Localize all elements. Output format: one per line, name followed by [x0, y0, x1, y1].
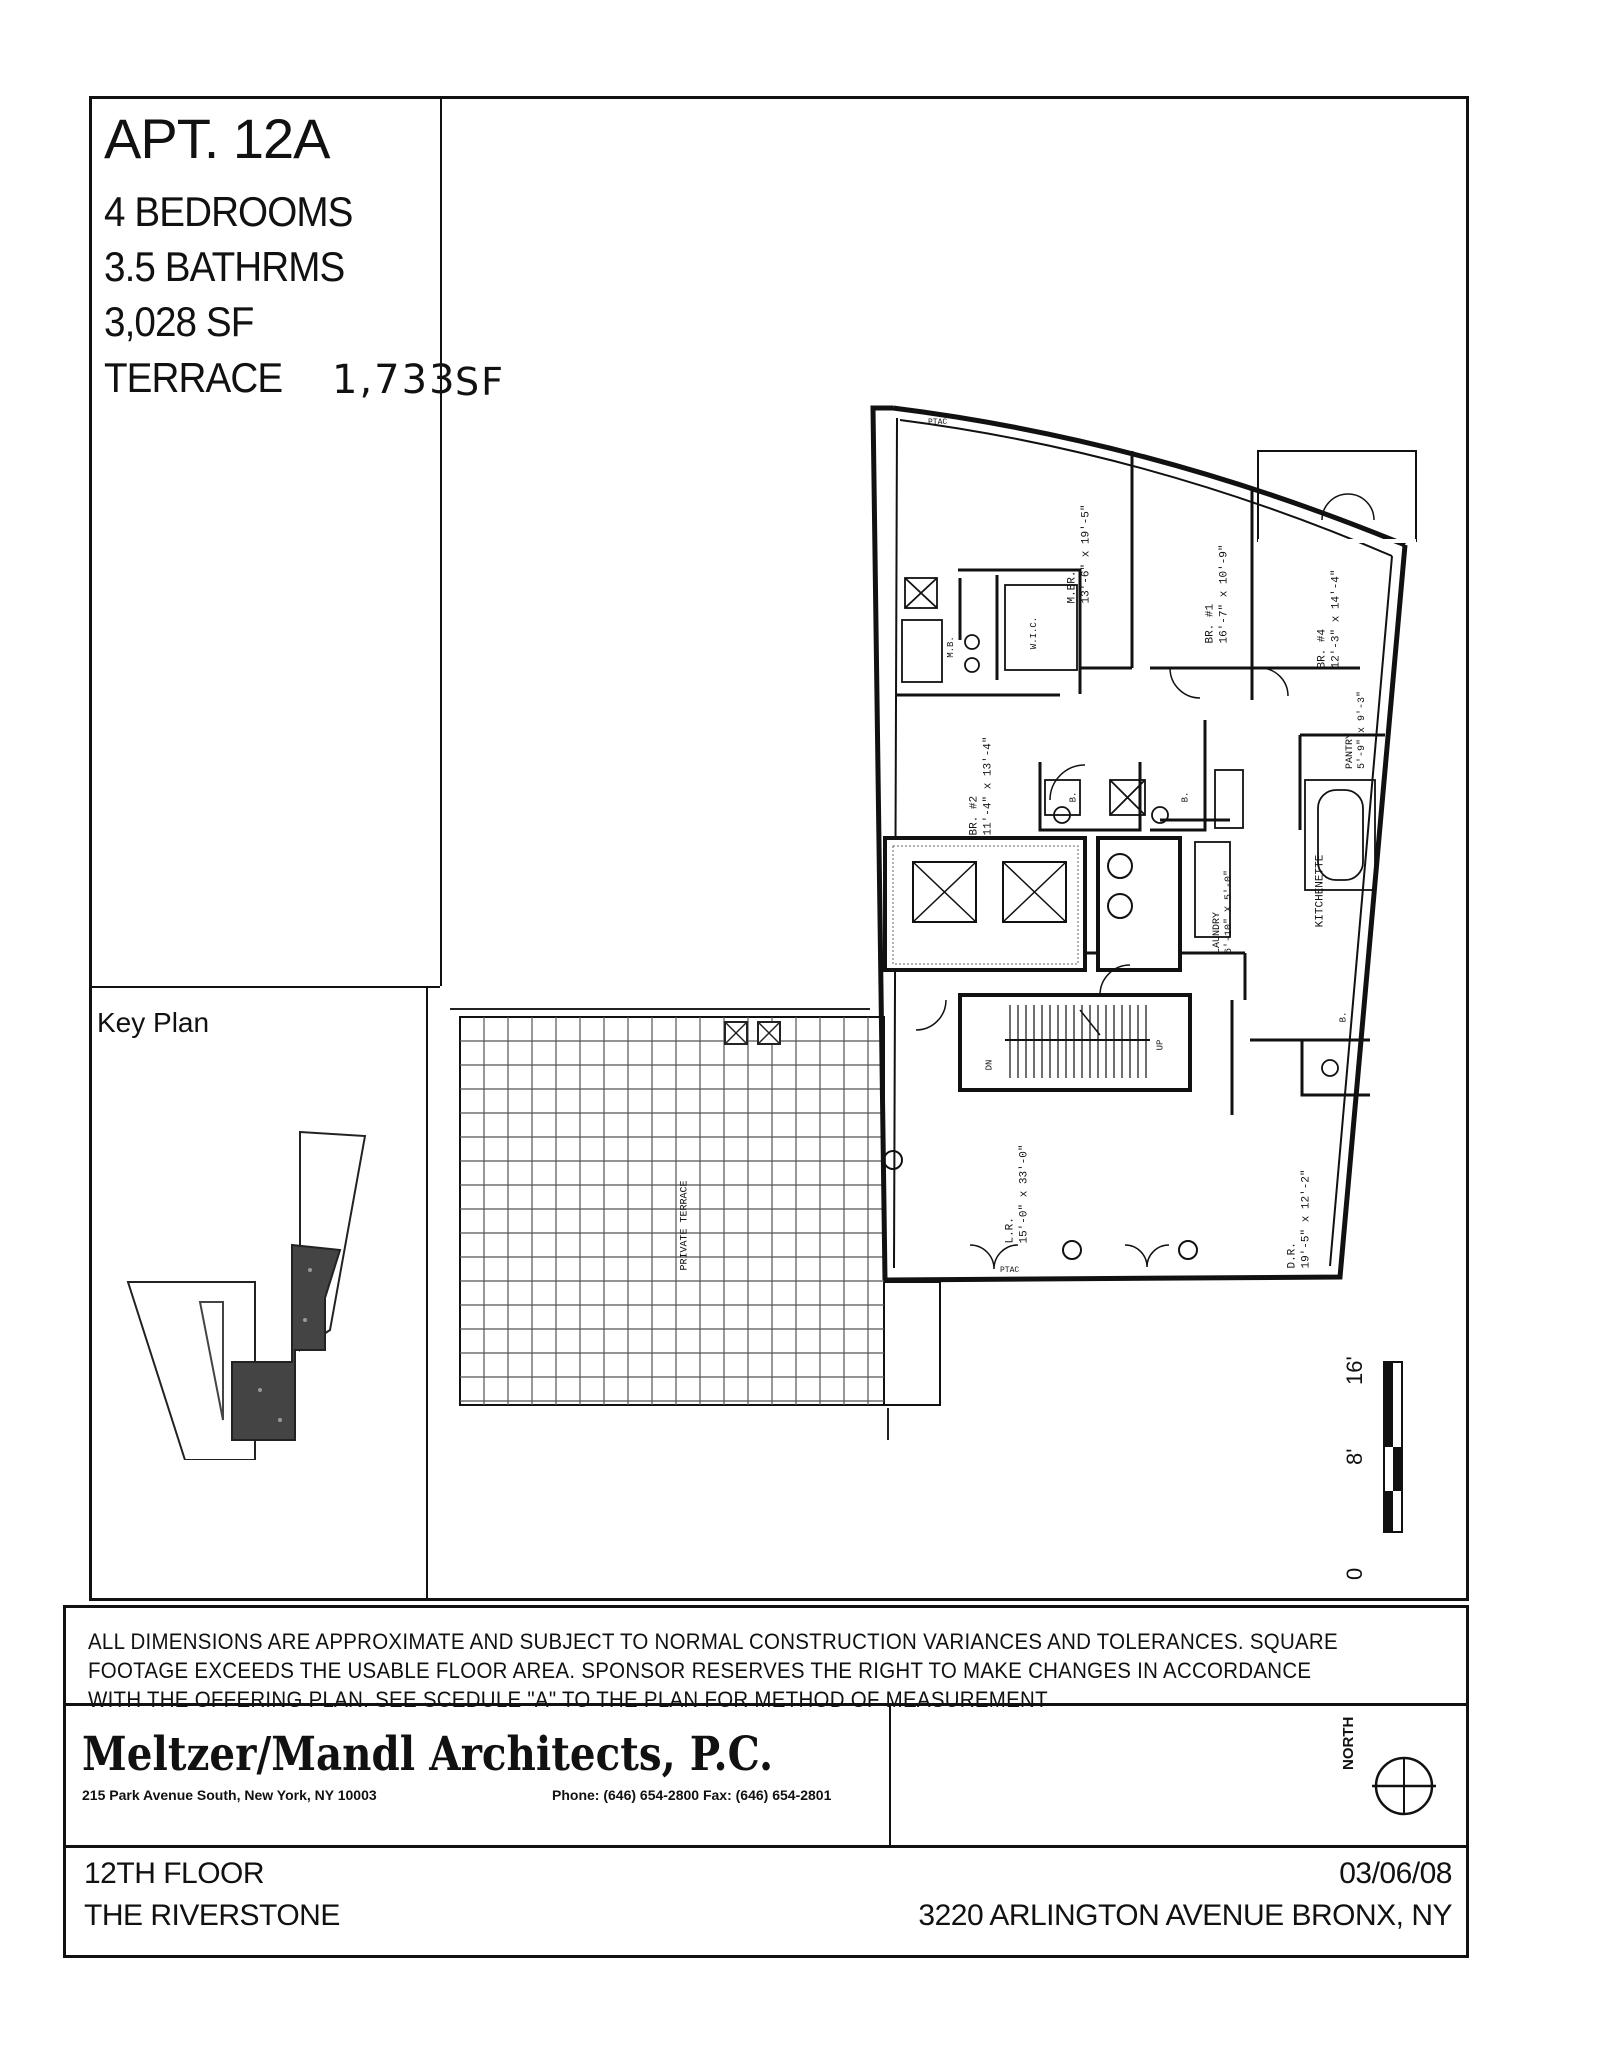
firm-name: Meltzer/Mandl Architects, P.C. [82, 1727, 774, 1782]
scale-bar [1383, 1361, 1403, 1533]
master-bath-label: M.B. [945, 636, 956, 658]
floor-plan-drawing [450, 405, 1417, 1440]
firm-phone: Phone: (646) 654-2800 Fax: (646) 654-280… [552, 1787, 832, 1803]
kitchenette-label: KITCHENETTE [1314, 854, 1327, 928]
room-living-room: L.R.15'-0" x 33'-0" [1004, 1144, 1031, 1244]
terrace-label: TERRACE [104, 354, 283, 401]
scale-mid: 8' [1342, 1448, 1367, 1465]
terrace-area-handwritten: 1,733 [332, 357, 457, 403]
floor-label: 12TH FLOOR [84, 1857, 265, 1890]
keyplan-top-border [89, 986, 440, 988]
stair-down-label: DN [984, 1059, 995, 1071]
private-terrace-label: PRIVATE TERRACE [679, 1180, 691, 1271]
notes-box [63, 1605, 1469, 1706]
stair-up-label: UP [1155, 1039, 1166, 1051]
ptac-label-south: PTAC [1000, 1266, 1020, 1275]
keyplan-divider [426, 986, 428, 1598]
north-label: NORTH [1340, 1716, 1357, 1770]
private-terrace [450, 1008, 941, 1440]
bathroom-count: 3.5 BATHRMS [104, 243, 345, 290]
key-plan-label: Key Plan [97, 1007, 210, 1038]
square-footage: 3,028 SF [104, 298, 254, 345]
building-address: 3220 ARLINGTON AVENUE BRONX, NY [918, 1899, 1452, 1932]
disclaimer-notes: ALL DIMENSIONS ARE APPROXIMATE AND SUBJE… [88, 1629, 1338, 1712]
building-name: THE RIVERSTONE [84, 1899, 340, 1932]
header-divider [440, 96, 442, 986]
key-plan-diagram [126, 1130, 367, 1460]
scale-zero: 0 [1342, 1567, 1367, 1580]
ptac-label-north: PTAC [928, 418, 948, 427]
scale-max: 16' [1342, 1356, 1367, 1385]
bath-label-1: B. [1068, 791, 1079, 803]
bath-label-3: B. [1338, 1011, 1349, 1023]
north-arrow-icon [1372, 1756, 1436, 1816]
walk-in-closet-label: W.I.C. [1029, 616, 1040, 650]
apartment-title: APT. 12A [104, 107, 330, 170]
firm-address: 215 Park Avenue South, New York, NY 1000… [82, 1787, 377, 1803]
room-dining-room: D.R.19'-5" x 12'-2" [1286, 1169, 1313, 1269]
firm-block [63, 1706, 1469, 1848]
firm-divider [889, 1706, 891, 1848]
room-master-bedroom: M.BR.13'-6" x 19'-5" [1066, 504, 1093, 604]
footer-block [63, 1848, 1469, 1958]
plan-date: 03/06/08 [1339, 1857, 1452, 1890]
terrace-unit-handwritten: SF [455, 360, 505, 404]
bath-label-2: B. [1180, 791, 1191, 803]
bedroom-count: 4 BEDROOMS [104, 188, 353, 235]
plan-frame [89, 96, 1469, 1601]
